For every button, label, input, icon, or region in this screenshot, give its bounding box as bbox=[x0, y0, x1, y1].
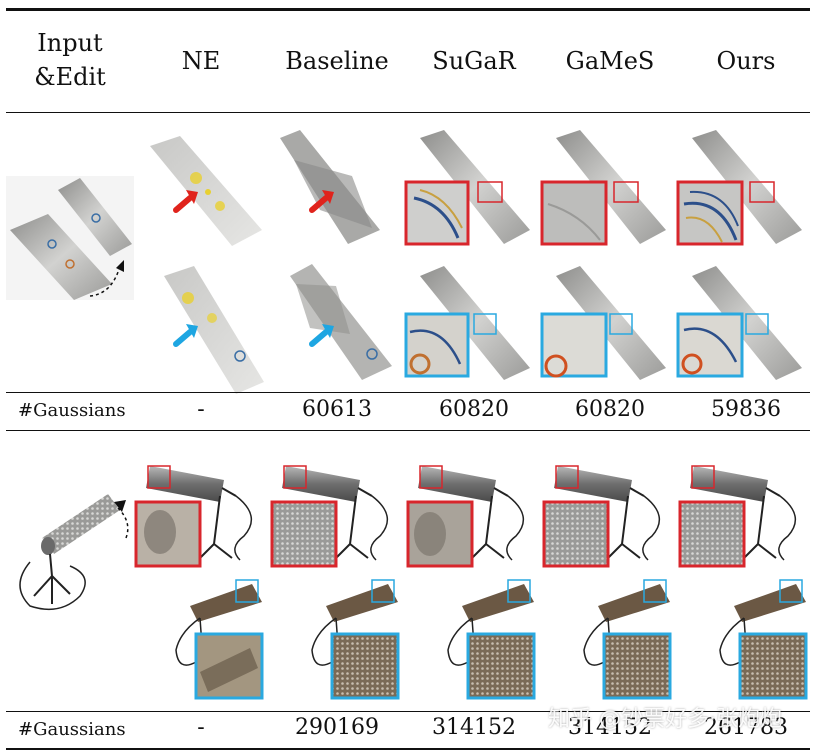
zoom-box-red bbox=[540, 180, 608, 246]
zoom-box-blue bbox=[676, 312, 744, 378]
input-strips bbox=[6, 176, 134, 300]
header-games: GaMeS bbox=[565, 47, 655, 75]
header-rule bbox=[6, 112, 810, 113]
row1-label: #Gaussians bbox=[18, 400, 126, 421]
row2-ne-count: - bbox=[197, 715, 205, 740]
lower-microphones bbox=[175, 584, 806, 666]
row2-top-rule bbox=[6, 711, 810, 712]
zoom-box-blue bbox=[404, 312, 470, 378]
row1-ours-count: 59836 bbox=[711, 397, 781, 422]
row1-ne-count: - bbox=[197, 397, 205, 422]
sugar-strips bbox=[404, 130, 530, 380]
zoom-box-red bbox=[676, 180, 744, 246]
zoom-box-red bbox=[404, 180, 470, 246]
ne-strips bbox=[150, 136, 264, 394]
header-ours: Ours bbox=[716, 47, 776, 75]
games-strips bbox=[540, 130, 666, 380]
red-arrow-icon bbox=[309, 195, 329, 213]
row1-games-count: 60820 bbox=[575, 397, 645, 422]
row2-figure bbox=[19, 465, 808, 700]
bottom-rule bbox=[6, 748, 810, 750]
row2-label: #Gaussians bbox=[18, 719, 126, 740]
top-rule bbox=[6, 8, 810, 11]
ours-strips bbox=[676, 130, 802, 380]
row1-sugar-count: 60820 bbox=[439, 397, 509, 422]
red-arrow-icon bbox=[173, 195, 193, 213]
blue-arrow-icon bbox=[309, 329, 329, 347]
row1-baseline-count: 60613 bbox=[302, 397, 372, 422]
row2-baseline-count: 290169 bbox=[295, 715, 379, 740]
upper-microphones bbox=[146, 466, 797, 561]
row2-ours-count: 261783 bbox=[704, 715, 788, 740]
watermark: 知乎 @钞票好多·张炮炮 bbox=[548, 707, 782, 732]
blue-arrow-icon bbox=[173, 329, 193, 347]
header-ne: NE bbox=[181, 47, 221, 75]
row1-figure bbox=[6, 130, 802, 394]
row1-bottom-rule bbox=[6, 430, 810, 431]
row2-games-count: 314152 bbox=[568, 715, 652, 740]
row2-sugar-count: 314152 bbox=[432, 715, 516, 740]
zoom-box-blue bbox=[540, 312, 608, 378]
blue-zoom-boxes bbox=[194, 579, 808, 700]
row1-top-rule bbox=[6, 392, 810, 393]
red-zoom-boxes bbox=[134, 465, 746, 568]
header-baseline: Baseline bbox=[285, 47, 389, 75]
input-microphone bbox=[19, 494, 129, 611]
baseline-strips bbox=[280, 130, 392, 380]
header-input-edit: Input &Edit bbox=[34, 29, 106, 91]
header-sugar: SuGaR bbox=[432, 47, 516, 75]
